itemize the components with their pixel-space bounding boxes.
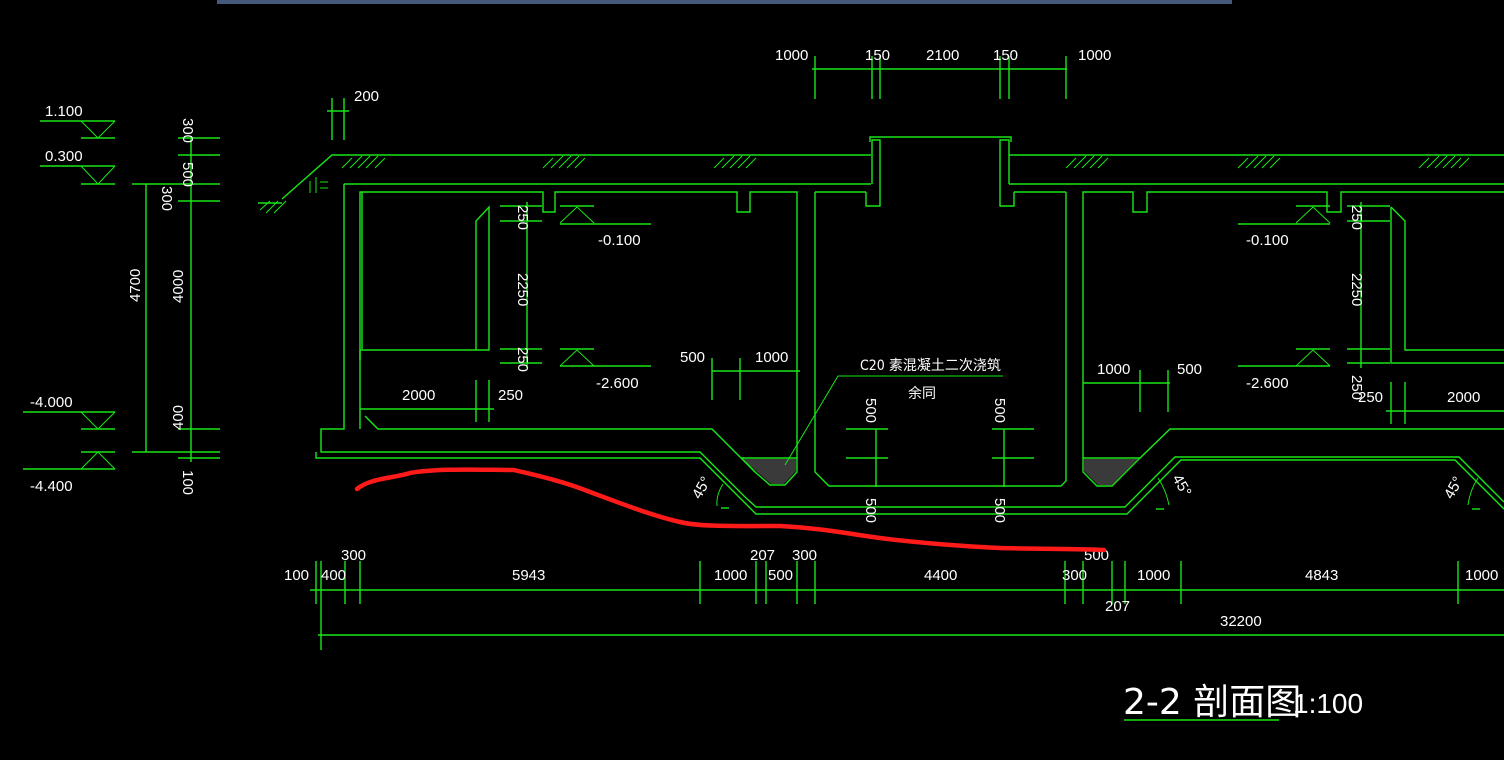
dim-label: 250 xyxy=(514,347,531,372)
angle-marks: 45° 45° 45° xyxy=(689,472,1480,510)
top-dimension-chain: 1000 150 2100 150 1000 xyxy=(775,47,1111,99)
dim-label: 300 xyxy=(1062,567,1087,584)
elevation-label: 1.100 xyxy=(45,103,83,120)
dim-label: 100 xyxy=(179,470,196,495)
dim-label: 1000 xyxy=(1078,47,1111,64)
dim-label: 300 xyxy=(158,186,175,211)
dim-label: 2000 xyxy=(402,387,435,404)
dim-label: 2000 xyxy=(1447,389,1480,406)
soil-hatch xyxy=(259,155,1470,214)
elevation-label: -2.600 xyxy=(596,375,639,392)
material-note: C20 素混凝土二次浇筑 xyxy=(860,358,1001,374)
dim-label: 300 xyxy=(179,118,196,143)
note-same: 余同 xyxy=(908,385,936,402)
elevation-label: -0.100 xyxy=(1246,232,1289,249)
drawing-title-block: 2-2 剖面图 1:100 xyxy=(1123,682,1363,723)
dim-label: 1000 xyxy=(1137,567,1170,584)
dim-label: 4400 xyxy=(924,567,957,584)
dim-label: 250 xyxy=(498,387,523,404)
elevation-marker-minus4400: -4.400 xyxy=(23,451,116,495)
gravel-fill-left xyxy=(743,459,796,484)
dim-label: 250 xyxy=(1348,205,1365,230)
dimension-200: 200 xyxy=(327,88,379,140)
dim-label: 250 xyxy=(1358,389,1383,406)
elevation-label: -0.100 xyxy=(598,232,641,249)
total-dimension-label: 32200 xyxy=(1220,613,1262,630)
tank-structure xyxy=(258,136,1504,515)
vertical-dimension-chain: 300 500 300 4700 4000 400 100 xyxy=(127,118,220,495)
dim-label: 207 xyxy=(750,547,775,564)
dim-label: 500 xyxy=(680,349,705,366)
dim-label: 200 xyxy=(354,88,379,105)
dim-label: 2250 xyxy=(514,273,531,306)
elevation-label: -4.000 xyxy=(30,394,73,411)
dim-label: 1000 xyxy=(775,47,808,64)
drawing-scale: 1:100 xyxy=(1293,688,1363,719)
dim-label: 500 xyxy=(768,567,793,584)
dim-label: 1000 xyxy=(714,567,747,584)
dim-label: 500 xyxy=(179,162,196,187)
elevation-marker-1100: 1.100 xyxy=(40,103,116,139)
dim-label: 2250 xyxy=(1348,273,1365,306)
dim-label: 500 xyxy=(862,398,879,423)
right-room-dimensions: 250 2250 250 250 2000 -0.100 -2.600 1000… xyxy=(1083,202,1504,424)
window-title-bar xyxy=(217,0,1232,4)
dim-label: 1000 xyxy=(1465,567,1498,584)
dim-label: 150 xyxy=(865,47,890,64)
dim-label: 500 xyxy=(1177,361,1202,378)
dim-label: 300 xyxy=(792,547,817,564)
angle-label: 45° xyxy=(1441,474,1467,502)
dim-label: 4843 xyxy=(1305,567,1338,584)
dim-label: 250 xyxy=(1348,375,1365,400)
dim-label: 150 xyxy=(993,47,1018,64)
dim-label: 4000 xyxy=(170,270,187,303)
dim-label: 207 xyxy=(1105,598,1130,615)
left-room-dimensions: 250 2250 250 2000 250 -0.100 -2.600 500 … xyxy=(360,202,800,422)
elevation-marker-minus4000: -4.000 xyxy=(23,394,116,430)
elevation-label: -2.600 xyxy=(1246,375,1289,392)
dim-label: 400 xyxy=(321,567,346,584)
dim-label: 2100 xyxy=(926,47,959,64)
angle-label: 45° xyxy=(1169,472,1195,500)
dim-label: 1000 xyxy=(1097,361,1130,378)
dim-label: 100 xyxy=(284,567,309,584)
dim-label: 4700 xyxy=(127,269,144,302)
elevation-label: 0.300 xyxy=(45,148,83,165)
dim-label: 500 xyxy=(862,498,879,523)
dim-label: 1000 xyxy=(755,349,788,366)
drawing-title: 2-2 剖面图 xyxy=(1123,682,1301,723)
red-freehand-annotation[interactable] xyxy=(354,467,1107,553)
elevation-marker-0300: 0.300 xyxy=(40,148,116,185)
bottom-dimension-chain: 100 400 300 5943 1000 207 500 300 4400 3… xyxy=(284,547,1504,650)
gravel-fill-right xyxy=(1084,459,1138,485)
dim-label: 5943 xyxy=(512,567,545,584)
dim-label: 500 xyxy=(991,398,1008,423)
center-note: C20 素混凝土二次浇筑 余同 500 500 500 500 xyxy=(784,358,1034,523)
dim-label: 300 xyxy=(341,547,366,564)
dim-label: 250 xyxy=(514,205,531,230)
dim-label: 500 xyxy=(991,498,1008,523)
dim-label: 400 xyxy=(170,405,187,430)
angle-label: 45° xyxy=(689,474,715,502)
elevation-label: -4.400 xyxy=(30,478,73,495)
